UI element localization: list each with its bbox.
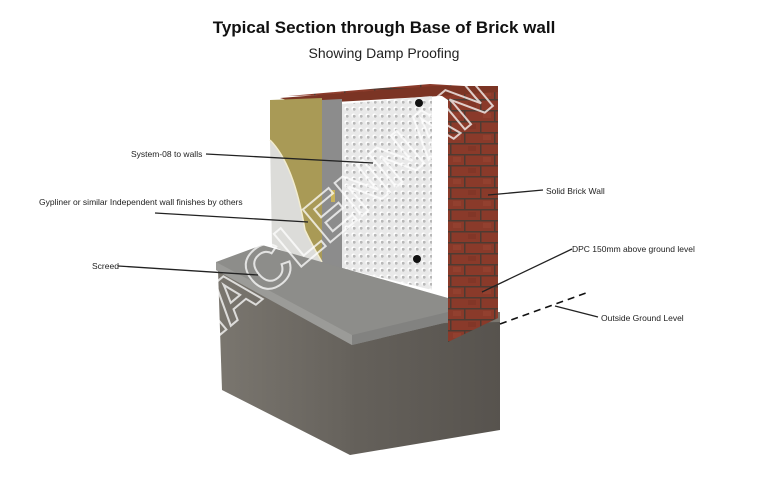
label-gypliner: Gypliner or similar Independent wall fin…: [39, 197, 243, 207]
metal-stud: [322, 99, 342, 272]
insulation-layer: [270, 98, 322, 262]
diagram-subtitle: Showing Damp Proofing: [308, 45, 460, 61]
label-outside-ground-level: Outside Ground Level: [601, 313, 684, 323]
diagram-title: Typical Section through Base of Brick wa…: [212, 18, 556, 37]
leader-lines: [117, 153, 599, 318]
ground-level-dashed-line: [499, 292, 587, 325]
screed-slab: [216, 245, 448, 345]
system08-membrane: [342, 96, 432, 290]
label-screed: Screed: [92, 261, 119, 271]
plasterboard-lining: [270, 140, 322, 268]
label-dpc: DPC 150mm above ground level: [572, 244, 695, 254]
stud-fixing: [331, 190, 335, 202]
label-system08: System-08 to walls: [131, 149, 203, 159]
label-solid-brick-wall: Solid Brick Wall: [546, 186, 605, 196]
